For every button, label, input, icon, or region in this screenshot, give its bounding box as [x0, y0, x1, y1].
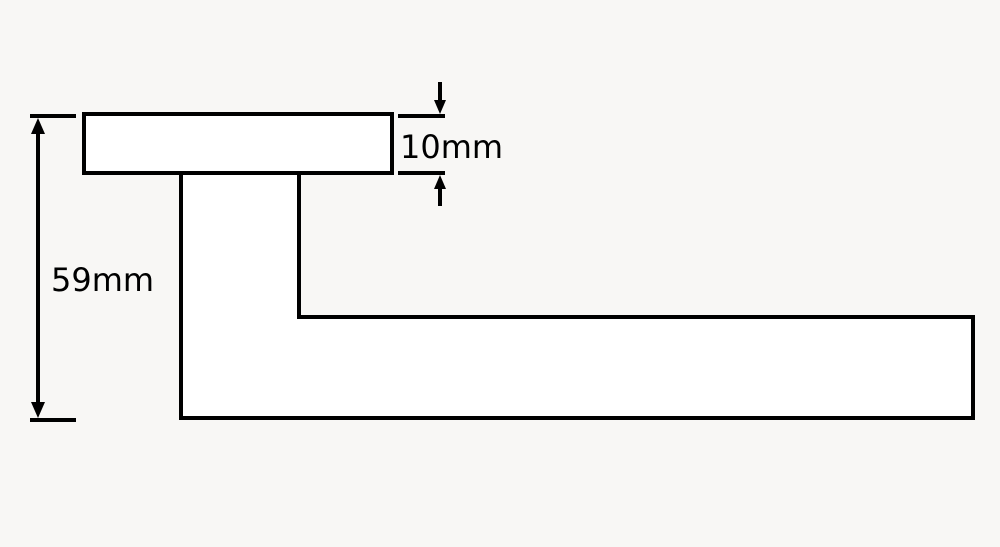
thickness-arrowhead-top	[434, 100, 446, 114]
height-dimension: 59mm	[30, 114, 154, 422]
height-dimension-label: 59mm	[51, 261, 154, 299]
rose-plate	[82, 112, 394, 175]
height-arrowhead-top	[31, 118, 45, 134]
height-label-bg	[48, 258, 152, 300]
lever-handle-body	[179, 171, 975, 420]
thickness-dimension: 10mm	[398, 82, 503, 206]
thickness-arrowhead-bottom	[434, 175, 446, 189]
height-arrowhead-bottom	[31, 402, 45, 418]
thickness-dimension-label: 10mm	[400, 128, 503, 166]
